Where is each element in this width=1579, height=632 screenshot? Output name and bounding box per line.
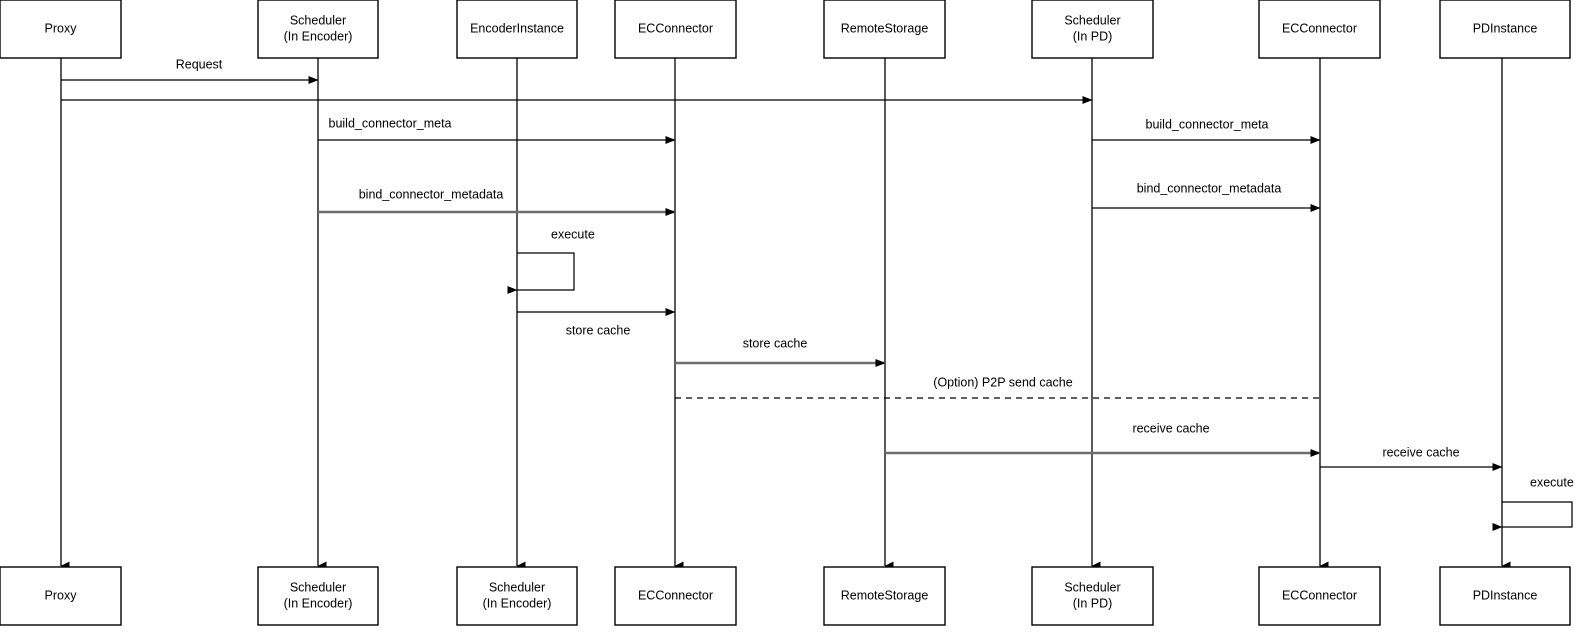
participant-label-line: Proxy [45, 21, 78, 35]
message-store-cache-remote[interactable]: store cache [675, 336, 886, 367]
self-message-loop [1492, 501, 1573, 531]
self-messages-group: execute execute [507, 227, 1574, 531]
participant-label-line: (In Encoder) [284, 29, 353, 43]
participant-top-proxy[interactable]: Proxy [0, 0, 122, 59]
message-bind-connector-metadata-pd[interactable]: bind_connector_metadata [1092, 181, 1321, 212]
participant-top-ec-connector-pd[interactable]: ECConnector [1258, 0, 1381, 59]
self-message-loop [507, 252, 575, 294]
participant-label-line: ECConnector [1282, 588, 1357, 602]
participant-label-line: (In PD) [1073, 596, 1113, 610]
participant-top-pd-instance[interactable]: PDInstance [1439, 0, 1571, 59]
participant-bottom-scheduler-in-pd[interactable]: Scheduler (In PD) [1031, 566, 1154, 626]
messages-group: Request build_connector_meta build_connect… [61, 57, 1503, 471]
participant-label-line: Scheduler [290, 580, 346, 594]
participant-box [0, 0, 122, 59]
message-label: build_connector_meta [1146, 117, 1269, 131]
message-label: Request [176, 57, 223, 71]
message-label: receive cache [1132, 421, 1209, 435]
participant-label-line: EncoderInstance [470, 21, 564, 35]
participant-label-line: Scheduler [1064, 13, 1120, 27]
message-label: store cache [566, 323, 631, 337]
participant-label-line: Scheduler [290, 13, 346, 27]
participant-box [1031, 0, 1154, 59]
participant-label-line: ECConnector [638, 588, 713, 602]
participant-box [823, 566, 946, 626]
participant-label-line: (In Encoder) [284, 596, 353, 610]
self-message-execute-encoder[interactable]: execute [507, 227, 595, 294]
participant-bottom-proxy[interactable]: Proxy [0, 566, 122, 626]
participant-label-line: PDInstance [1473, 21, 1538, 35]
participant-box [257, 566, 379, 626]
message-build-connector-meta-encoder[interactable]: build_connector_meta [318, 116, 676, 144]
participant-top-remote-storage[interactable]: RemoteStorage [823, 0, 946, 59]
participant-top-scheduler-in-encoder[interactable]: Scheduler (In Encoder) [257, 0, 379, 59]
participant-box [1258, 566, 1381, 626]
self-message-label: execute [551, 227, 595, 241]
participant-bottom-pd-instance[interactable]: PDInstance [1439, 566, 1571, 626]
participant-box [456, 566, 578, 626]
participant-top-scheduler-in-pd[interactable]: Scheduler (In PD) [1031, 0, 1154, 59]
participant-box [257, 0, 379, 59]
participant-bottom-remote-storage[interactable]: RemoteStorage [823, 566, 946, 626]
message-store-cache-encoder[interactable]: store cache [517, 308, 676, 337]
self-message-execute-pd[interactable]: execute [1492, 475, 1574, 531]
participant-label-line: PDInstance [1473, 588, 1538, 602]
participant-label-line: (In PD) [1073, 29, 1113, 43]
message-build-connector-meta-pd[interactable]: build_connector_meta [1092, 117, 1321, 144]
participant-box [614, 0, 737, 59]
participant-bottom-scheduler-in-encoder[interactable]: Scheduler (In Encoder) [257, 566, 379, 626]
message-bind-connector-metadata-encoder[interactable]: bind_connector_metadata [318, 187, 676, 216]
participant-box [0, 566, 122, 626]
participant-label-line: Scheduler [1064, 580, 1120, 594]
participant-bottom-ec-connector-pd[interactable]: ECConnector [1258, 566, 1381, 626]
message-label: (Option) P2P send cache [933, 375, 1072, 389]
message-label: store cache [743, 336, 808, 350]
participant-box [614, 566, 737, 626]
participant-box [1031, 566, 1154, 626]
message-receive-cache-to-pd[interactable]: receive cache [1320, 445, 1503, 471]
lifelines-group [60, 58, 1511, 571]
participant-label-line: Proxy [45, 588, 78, 602]
participant-box [823, 0, 946, 59]
participant-box [1258, 0, 1381, 59]
message-label: bind_connector_metadata [359, 187, 504, 201]
participant-label-line: ECConnector [1282, 21, 1357, 35]
message-request[interactable]: Request [61, 57, 319, 84]
self-message-label: execute [1530, 475, 1574, 489]
participant-bottom-encoder-instance[interactable]: Scheduler (In Encoder) [456, 566, 578, 626]
message-label: bind_connector_metadata [1137, 181, 1282, 195]
participant-label-line: Scheduler [489, 580, 545, 594]
participant-top-encoder-instance[interactable]: EncoderInstance [456, 0, 578, 59]
message-receive-cache-from-storage[interactable]: receive cache [885, 421, 1321, 457]
participant-label-line: RemoteStorage [841, 588, 929, 602]
participant-box [1439, 0, 1571, 59]
participant-box [456, 0, 578, 59]
participant-top-ec-connector-encoder[interactable]: ECConnector [614, 0, 737, 59]
message-label: receive cache [1382, 445, 1459, 459]
participant-label-line: (In Encoder) [483, 596, 552, 610]
message-p2p-send-cache[interactable]: (Option) P2P send cache [675, 375, 1320, 399]
participant-label-line: RemoteStorage [841, 21, 929, 35]
participant-bottom-ec-connector-encoder[interactable]: ECConnector [614, 566, 737, 626]
participant-label-line: ECConnector [638, 21, 713, 35]
participant-box [1439, 566, 1571, 626]
message-label: build_connector_meta [329, 116, 452, 130]
